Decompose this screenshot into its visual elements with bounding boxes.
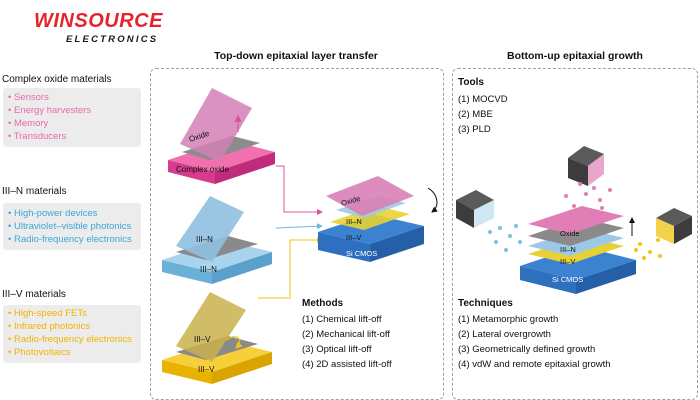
particles-yellow [634, 238, 662, 260]
tools-list: (1) MOCVD (2) MBE (3) PLD [458, 92, 508, 137]
label-iii-n-growth: III–N [560, 245, 576, 254]
left-panel-title: Top-down epitaxial layer transfer [214, 50, 378, 62]
category-box-complex-oxide: • Sensors • Energy harvesters • Memory •… [3, 88, 141, 147]
right-panel-title: Bottom-up epitaxial growth [507, 50, 643, 62]
label-iii-v-substrate: III–V [198, 365, 215, 374]
category-item: • Ultraviolet–visible photonics [8, 221, 132, 232]
label-iii-v-flake: III–V [194, 335, 211, 344]
growth-stack [520, 206, 636, 294]
category-item: • Memory [8, 118, 49, 129]
logo-sub-text: ELECTRONICS [66, 34, 159, 45]
label-iii-n-substrate: III–N [200, 265, 217, 274]
techniques-item: (2) Lateral overgrowth [458, 329, 551, 340]
methods-list: (1) Chemical lift-off (2) Mechanical lif… [302, 312, 392, 372]
tools-item: (2) MBE [458, 109, 493, 120]
techniques-title: Techniques [458, 298, 513, 309]
category-item: • Infrared photonics [8, 321, 91, 332]
category-item: • Radio-frequency electronics [8, 334, 132, 345]
category-item: • Energy harvesters [8, 105, 92, 116]
complex-oxide-stack [168, 88, 275, 184]
category-item: • Transducers [8, 131, 67, 142]
source-cube-grey-blue [456, 190, 494, 228]
category-title-iii-v: III–V materials [2, 289, 66, 300]
iii-n-stack [162, 196, 272, 284]
label-si-cmos-transfer: Si CMOS [346, 249, 377, 258]
methods-title: Methods [302, 298, 344, 309]
category-item: • High-speed FETs [8, 308, 87, 319]
label-iii-v-growth: III–V [560, 257, 575, 266]
methods-item: (4) 2D assisted lift-off [302, 359, 392, 370]
label-iii-n-flake: III–N [196, 235, 213, 244]
category-box-iii-n: • High-power devices • Ultraviolet–visib… [3, 203, 141, 250]
methods-item: (3) Optical lift-off [302, 344, 372, 355]
methods-item: (1) Chemical lift-off [302, 314, 382, 325]
label-iii-n-transfer: III–N [346, 217, 362, 226]
particles-blue [488, 224, 522, 252]
category-item: • Radio-frequency electronics [8, 234, 132, 245]
category-item: • Sensors [8, 92, 49, 103]
techniques-list: (1) Metamorphic growth (2) Lateral overg… [458, 312, 611, 372]
category-item: • Photovoltaics [8, 347, 71, 358]
label-si-cmos-growth: Si CMOS [552, 275, 583, 284]
source-cube-grey-pink [568, 146, 604, 186]
category-item: • High-power devices [8, 208, 98, 219]
iii-v-stack [162, 292, 272, 384]
label-iii-v-transfer: III–V [346, 233, 361, 242]
techniques-item: (1) Metamorphic growth [458, 314, 559, 325]
techniques-item: (4) vdW and remote epitaxial growth [458, 359, 611, 370]
tools-item: (3) PLD [458, 124, 491, 135]
category-title-complex-oxide: Complex oxide materials [2, 74, 112, 85]
particles-pink [564, 182, 612, 210]
logo-main-text: WINSOURCE [34, 10, 163, 32]
tools-item: (1) MOCVD [458, 94, 508, 105]
source-cube-grey-yellow [656, 208, 692, 244]
transfer-stack [318, 176, 438, 262]
techniques-item: (3) Geometrically defined growth [458, 344, 596, 355]
label-complex-oxide: Complex oxide [176, 165, 229, 174]
category-box-iii-v: • High-speed FETs • Infrared photonics •… [3, 305, 141, 363]
tools-title: Tools [458, 77, 484, 88]
winsource-logo[interactable]: WINSOURCE ELECTRONICS [30, 10, 190, 48]
label-oxide-growth: Oxide [560, 229, 580, 238]
category-title-iii-n: III–N materials [2, 186, 67, 197]
methods-item: (2) Mechanical lift-off [302, 329, 390, 340]
